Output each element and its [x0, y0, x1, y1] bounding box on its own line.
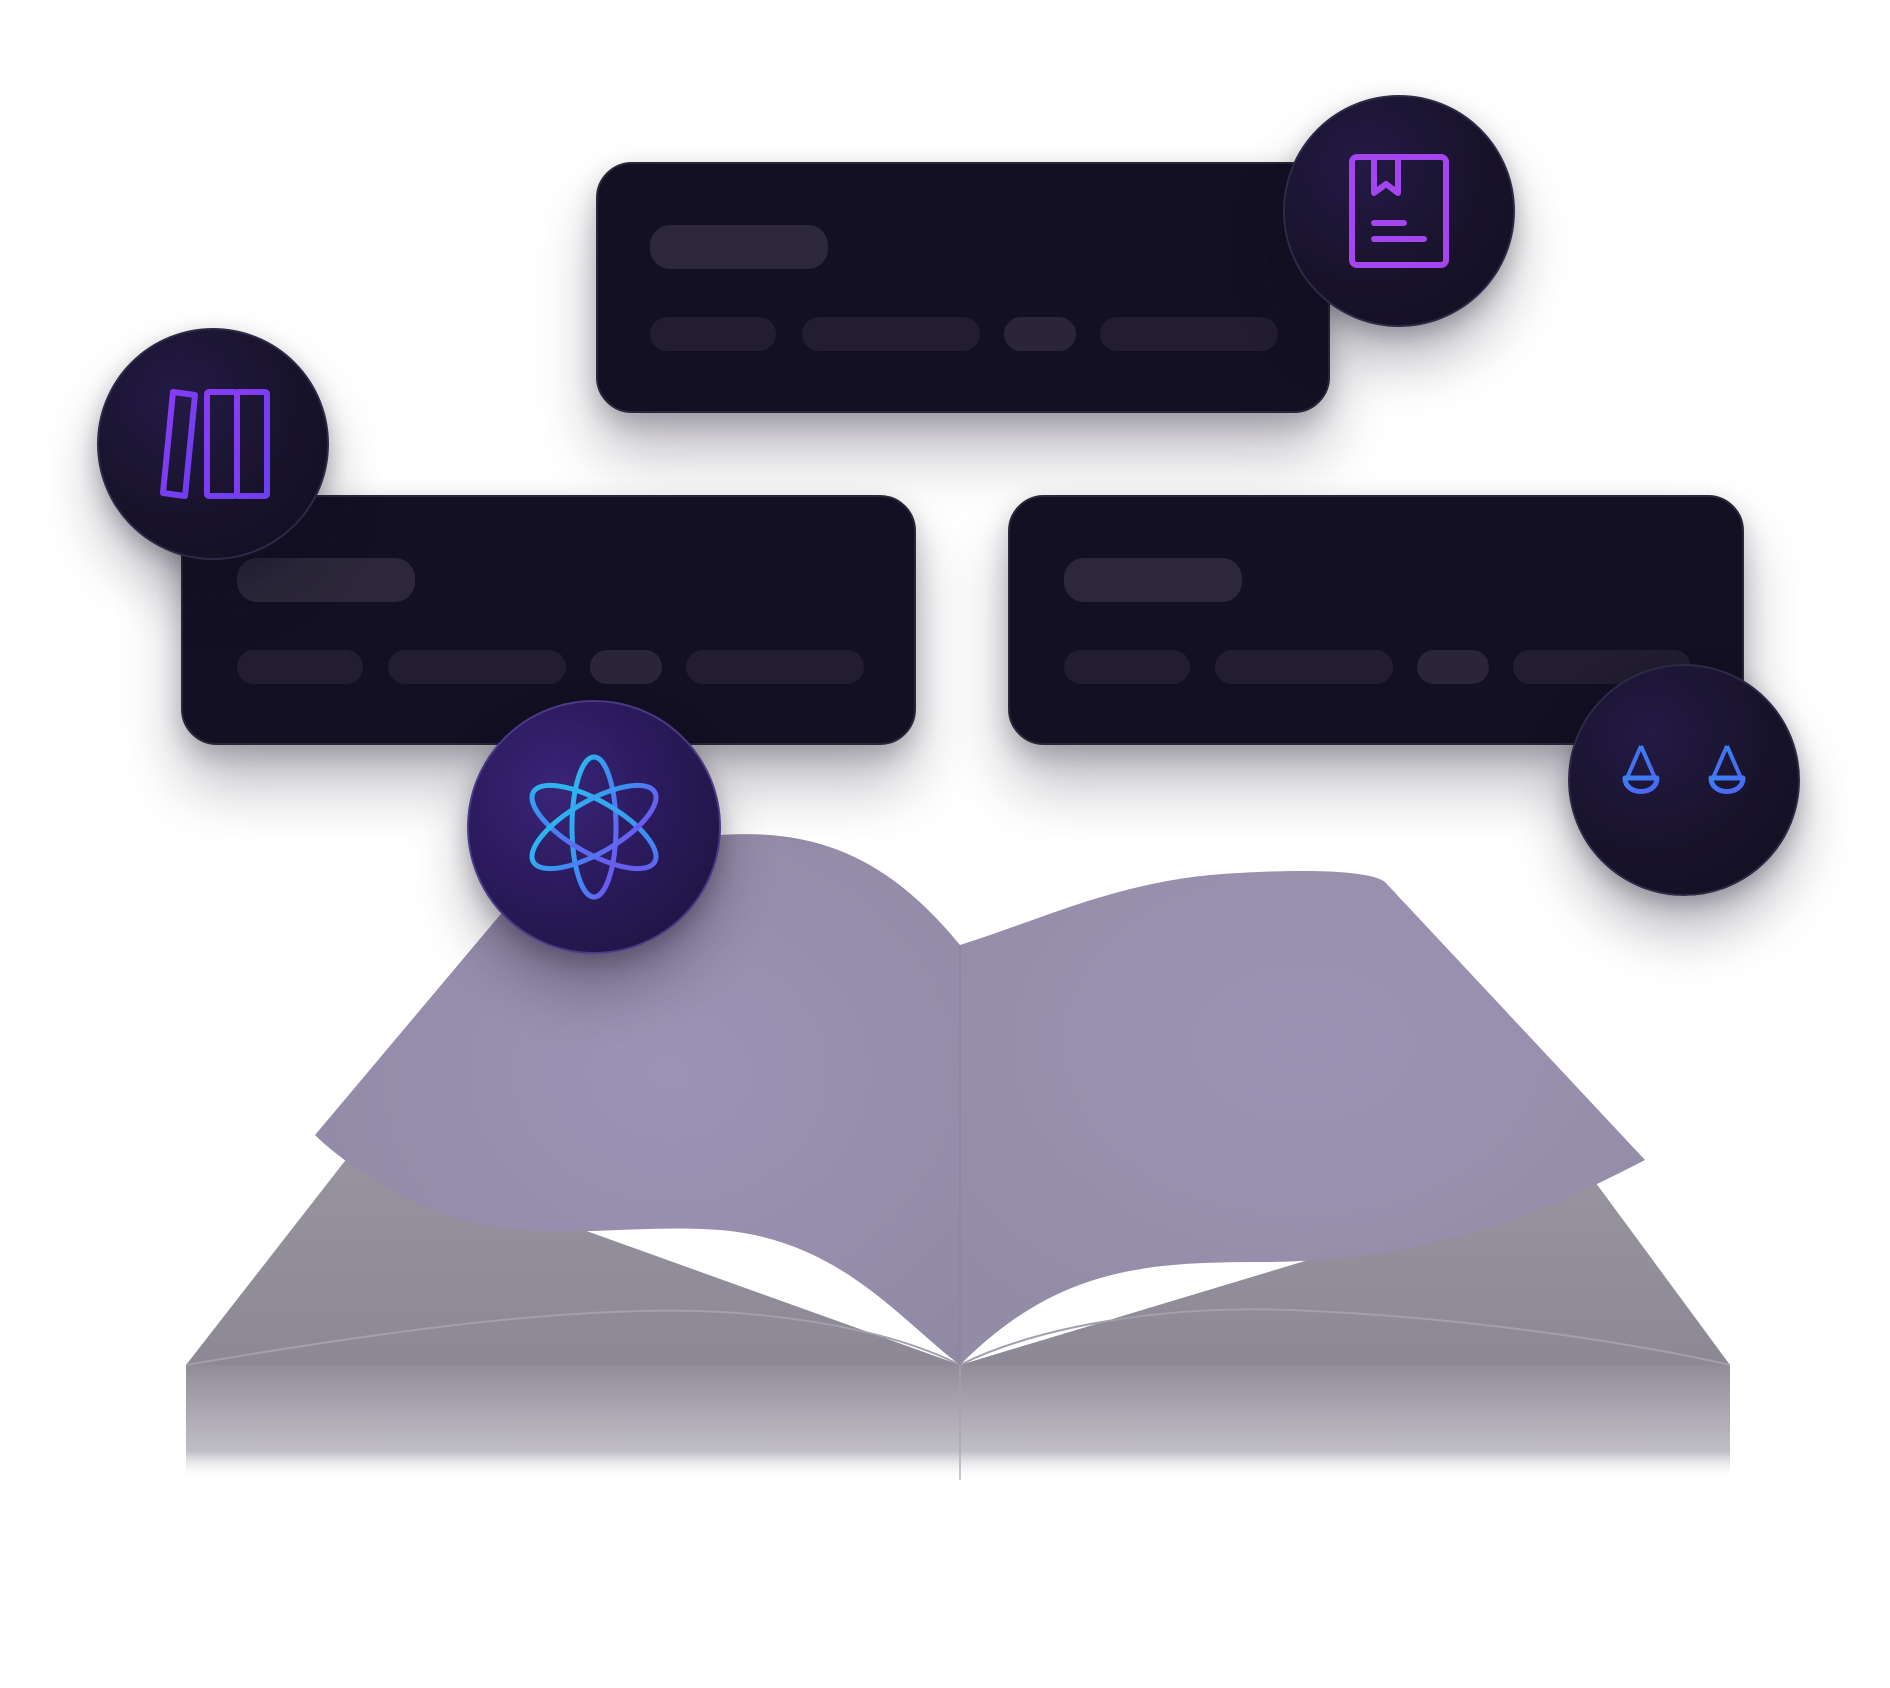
card-meta-placeholder — [1215, 650, 1393, 684]
atom-icon — [529, 754, 659, 900]
card-meta-placeholder — [237, 650, 363, 684]
card-title-placeholder — [650, 225, 828, 269]
card-meta-placeholder — [686, 650, 864, 684]
card-meta-placeholder — [1064, 650, 1190, 684]
card-meta-placeholder — [590, 650, 662, 684]
bookshelf-badge — [97, 328, 329, 560]
atom-badge — [467, 700, 721, 954]
card-title-placeholder — [1064, 558, 1242, 602]
card-meta-placeholder — [1004, 317, 1076, 351]
bookmarked-book-badge — [1283, 95, 1515, 327]
balance-scale-badge — [1568, 664, 1800, 896]
bookshelf-icon — [160, 389, 270, 499]
balance-scale-icon — [1622, 725, 1746, 831]
card-meta-placeholder — [388, 650, 566, 684]
bookmarked-book-icon — [1349, 154, 1449, 268]
card-top — [596, 162, 1330, 413]
card-meta-placeholder — [802, 317, 980, 351]
card-meta-placeholder — [1417, 650, 1489, 684]
card-meta-placeholder — [1100, 317, 1278, 351]
card-title-placeholder — [237, 558, 415, 602]
card-left — [181, 495, 916, 745]
card-meta-placeholder — [650, 317, 776, 351]
